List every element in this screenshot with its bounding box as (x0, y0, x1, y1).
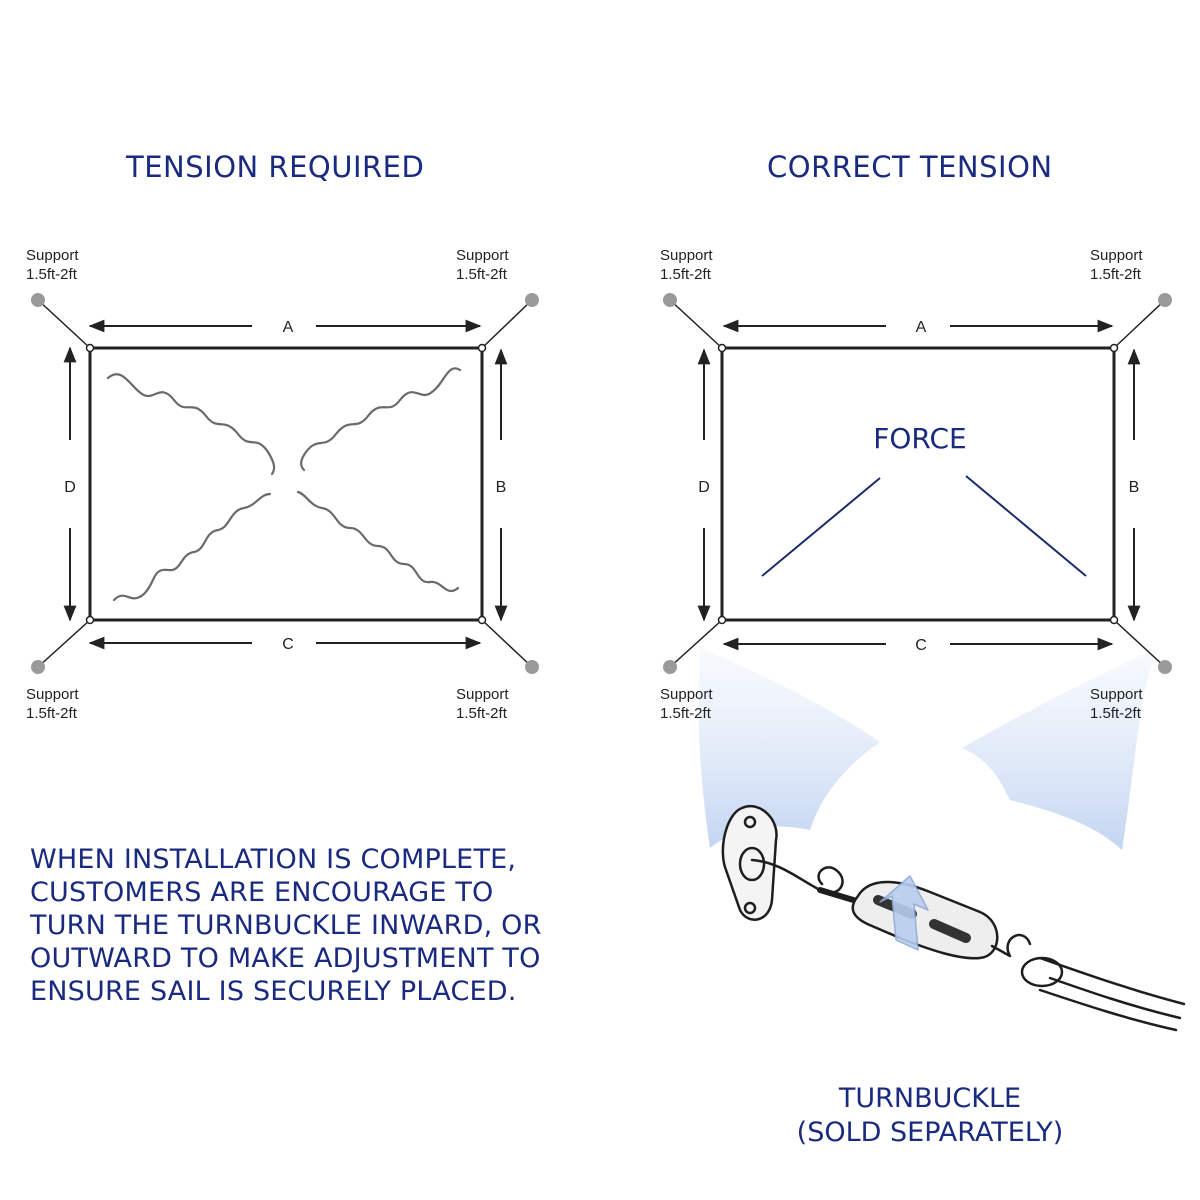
support-name: Support (660, 686, 713, 703)
right-tie-top-right (1113, 299, 1166, 349)
right-corner-ring-bottom-right (1109, 615, 1119, 625)
force-line-left (761, 477, 881, 577)
support-distance: 1.5ft-2ft (456, 705, 507, 722)
turnbuckle-wall-plate (721, 805, 778, 921)
right-support-label-top-right: Support 1.5ft-2ft (1090, 246, 1143, 284)
support-name: Support (660, 247, 713, 264)
right-highlight-beam-left (698, 648, 880, 848)
left-panel-drawing: A C D B (31, 293, 539, 674)
support-distance: 1.5ft-2ft (26, 705, 77, 722)
turnbuckle-illustration (721, 805, 1186, 1032)
right-tie-bottom-left (669, 619, 723, 668)
rope-line-top (1038, 956, 1186, 1006)
right-support-dot-bottom-left (663, 660, 677, 674)
support-distance: 1.5ft-2ft (1090, 266, 1141, 283)
left-sail-outline (88, 346, 484, 622)
rope-line-bottom (1038, 988, 1178, 1032)
right-panel-drawing: A C D B FORCE (663, 293, 1172, 850)
right-corner-ring-bottom-left (717, 615, 727, 625)
turnbuckle-hook (750, 858, 844, 894)
force-label: FORCE (873, 422, 966, 455)
right-sail-outline (720, 346, 1116, 622)
left-support-dot-bottom-right (525, 660, 539, 674)
support-distance: 1.5ft-2ft (456, 266, 507, 283)
turnbuckle-body (851, 880, 999, 960)
support-name: Support (1090, 247, 1143, 264)
left-support-dot-bottom-left (31, 660, 45, 674)
left-support-label-bottom-left: Support 1.5ft-2ft (26, 685, 79, 723)
support-name: Support (456, 686, 509, 703)
left-tie-bottom-left (37, 619, 91, 668)
wall-plate-eye (738, 846, 766, 882)
left-corner-ring-bottom-left (85, 615, 95, 625)
instruction-line: TURN THE TURNBUCKLE INWARD, OR (30, 910, 542, 941)
right-support-dot-bottom-right (1158, 660, 1172, 674)
left-tie-bottom-right (481, 619, 533, 668)
turnbuckle-caption-line2: (SOLD SEPARATELY) (796, 1117, 1064, 1148)
instruction-line: ENSURE SAIL IS SECURELY PLACED. (30, 976, 517, 1007)
support-name: Support (26, 686, 79, 703)
left-support-dot-top-right (525, 293, 539, 307)
right-tie-bottom-right (1113, 619, 1166, 668)
rope-loop (1020, 956, 1064, 988)
turnbuckle-hook-shank (817, 887, 863, 905)
support-distance: 1.5ft-2ft (26, 266, 77, 283)
right-support-label-bottom-right: Support 1.5ft-2ft (1090, 685, 1143, 723)
left-dim-b-label: B (496, 479, 507, 496)
right-corner-ring-top-left (717, 343, 727, 353)
right-corner-ring-top-right (1109, 343, 1119, 353)
left-corner-ring-top-left (85, 343, 95, 353)
right-support-label-top-left: Support 1.5ft-2ft (660, 246, 713, 284)
right-support-dot-top-left (663, 293, 677, 307)
left-slack-wave-top-right (300, 367, 462, 472)
force-line-right (965, 475, 1087, 577)
instruction-line: WHEN INSTALLATION IS COMPLETE, (30, 844, 517, 875)
left-tie-top-right (481, 299, 533, 349)
left-dim-d-label: D (64, 479, 76, 496)
correct-tension-title: CORRECT TENSION (767, 150, 1053, 184)
support-distance: 1.5ft-2ft (660, 266, 711, 283)
support-distance: 1.5ft-2ft (660, 705, 711, 722)
rope-line-middle (1048, 976, 1182, 1020)
instruction-line: CUSTOMERS ARE ENCOURAGE TO (30, 877, 494, 908)
instruction-line: OUTWARD TO MAKE ADJUSTMENT TO (30, 943, 541, 974)
turnbuckle-caption-line1: TURNBUCKLE (838, 1083, 1022, 1114)
right-dim-b-label: B (1129, 479, 1140, 496)
wall-plate-screw-bottom (743, 901, 757, 915)
installation-instructions: WHEN INSTALLATION IS COMPLETE, CUSTOMERS… (30, 843, 670, 1008)
right-dim-d-label: D (698, 479, 710, 496)
turnbuckle-adjust-arrow-icon (879, 875, 929, 951)
turnbuckle-eye (990, 933, 1032, 958)
turnbuckle-slot-right (929, 919, 971, 943)
right-support-label-bottom-left: Support 1.5ft-2ft (660, 685, 713, 723)
left-slack-wave-top-left (106, 373, 276, 476)
wall-plate-screw-top (743, 815, 757, 829)
right-dim-c-label: C (915, 637, 927, 654)
right-highlight-beam-right (962, 646, 1160, 850)
left-tie-top-left (37, 299, 91, 349)
left-slack-wave-bottom-right (296, 490, 460, 593)
right-dim-a-label: A (916, 319, 927, 336)
left-support-label-bottom-right: Support 1.5ft-2ft (456, 685, 509, 723)
support-distance: 1.5ft-2ft (1090, 705, 1141, 722)
left-slack-wave-bottom-left (112, 492, 272, 602)
left-dim-a-label: A (283, 319, 294, 336)
support-name: Support (456, 247, 509, 264)
right-support-dot-top-right (1158, 293, 1172, 307)
left-corner-ring-bottom-right (477, 615, 487, 625)
support-name: Support (26, 247, 79, 264)
turnbuckle-caption: TURNBUCKLE (SOLD SEPARATELY) (740, 1082, 1120, 1150)
left-support-dot-top-left (31, 293, 45, 307)
left-corner-ring-top-right (477, 343, 487, 353)
left-support-label-top-left: Support 1.5ft-2ft (26, 246, 79, 284)
support-name: Support (1090, 686, 1143, 703)
tension-required-title: TENSION REQUIRED (126, 150, 425, 184)
left-support-label-top-right: Support 1.5ft-2ft (456, 246, 509, 284)
right-tie-top-left (669, 299, 723, 349)
left-dim-c-label: C (282, 636, 294, 653)
